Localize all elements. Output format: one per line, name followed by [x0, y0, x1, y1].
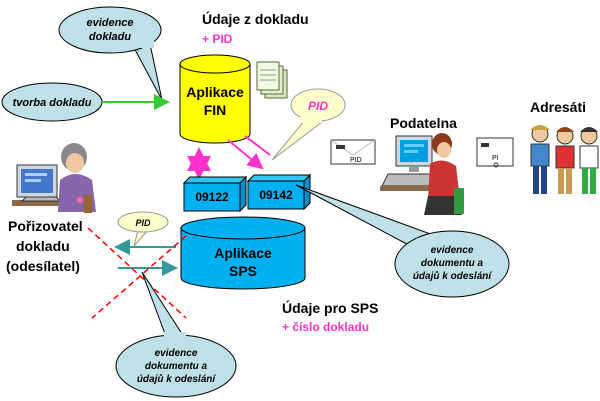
callout-right-line3: údajů k odeslání: [413, 270, 493, 282]
sps-footer-extra: + číslo dokladu: [282, 320, 369, 334]
fin-database: Aplikace FIN: [179, 54, 251, 144]
sps-box-2-label: 09142: [259, 188, 293, 202]
fin-label-line2: FIN: [204, 102, 227, 118]
callout-evidence-dokladu-line2: dokladu: [89, 31, 131, 43]
callout-pid-right: PID: [271, 88, 346, 161]
sps-label-line2: SPS: [229, 263, 257, 279]
fin-header: Údaje z dokladu: [202, 10, 309, 27]
adresati-label: Adresáti: [530, 99, 586, 115]
callout-evidence-dokumentu-right: evidence dokumentu a údajů k odeslání: [295, 184, 510, 298]
envelope-left-text: PID: [350, 157, 362, 164]
envelope-icon: PID: [330, 139, 376, 165]
callout-bottom-line2: dokumentu a: [145, 361, 208, 372]
callout-tvorba-dokladu: tvorba dokladu: [1, 82, 103, 122]
fin-label-line1: Aplikace: [186, 84, 244, 100]
callout-right-line1: evidence: [431, 245, 474, 256]
callout-evidence-dokladu-line1: evidence: [86, 17, 133, 29]
cross-line-2: [91, 235, 187, 319]
arrow-fin-pid: [244, 135, 271, 156]
callout-bottom-line3: údajů k odeslání: [137, 373, 217, 385]
clerk-at-computer-icon: [380, 133, 464, 215]
callout-pid-right-text: PID: [308, 99, 328, 113]
recipients-group-icon: [530, 125, 599, 194]
sps-footer: Údaje pro SPS: [282, 299, 378, 316]
sps-box-1-label: 09122: [195, 190, 229, 204]
podatelna-label: Podatelna: [390, 115, 457, 131]
porizovatel-line3: (odesílatel): [6, 258, 80, 274]
envelope-icon-right: PI: [476, 137, 514, 168]
porizovatel-line1: Pořizovatel: [8, 218, 83, 234]
envelope-right-text: PI: [492, 155, 499, 162]
sps-label-line1: Aplikace: [214, 245, 272, 261]
callout-pid-left-text: PID: [135, 218, 151, 228]
author-at-computer-icon: [12, 143, 96, 213]
fin-header-extra: + PID: [202, 32, 233, 46]
callout-right-line2: dokumentu a: [421, 258, 484, 269]
callout-pid-left: PID: [117, 211, 169, 247]
callout-evidence-dokladu: evidence dokladu: [58, 6, 163, 101]
cross-line-1: [87, 227, 187, 319]
porizovatel-line2: dokladu: [16, 238, 70, 254]
callout-tvorba-dokladu-text: tvorba dokladu: [13, 97, 92, 109]
sps-box-1: 09122: [182, 175, 248, 213]
callout-evidence-dokumentu-bottom: evidence dokumentu a údajů k odeslání: [115, 271, 237, 398]
arrow-fin-to-box: [227, 139, 264, 170]
documents-stack-icon: [256, 61, 288, 99]
callout-bottom-line1: evidence: [155, 348, 198, 359]
sps-box-2: 09142: [246, 173, 312, 211]
sps-database: Aplikace SPS: [180, 216, 306, 290]
